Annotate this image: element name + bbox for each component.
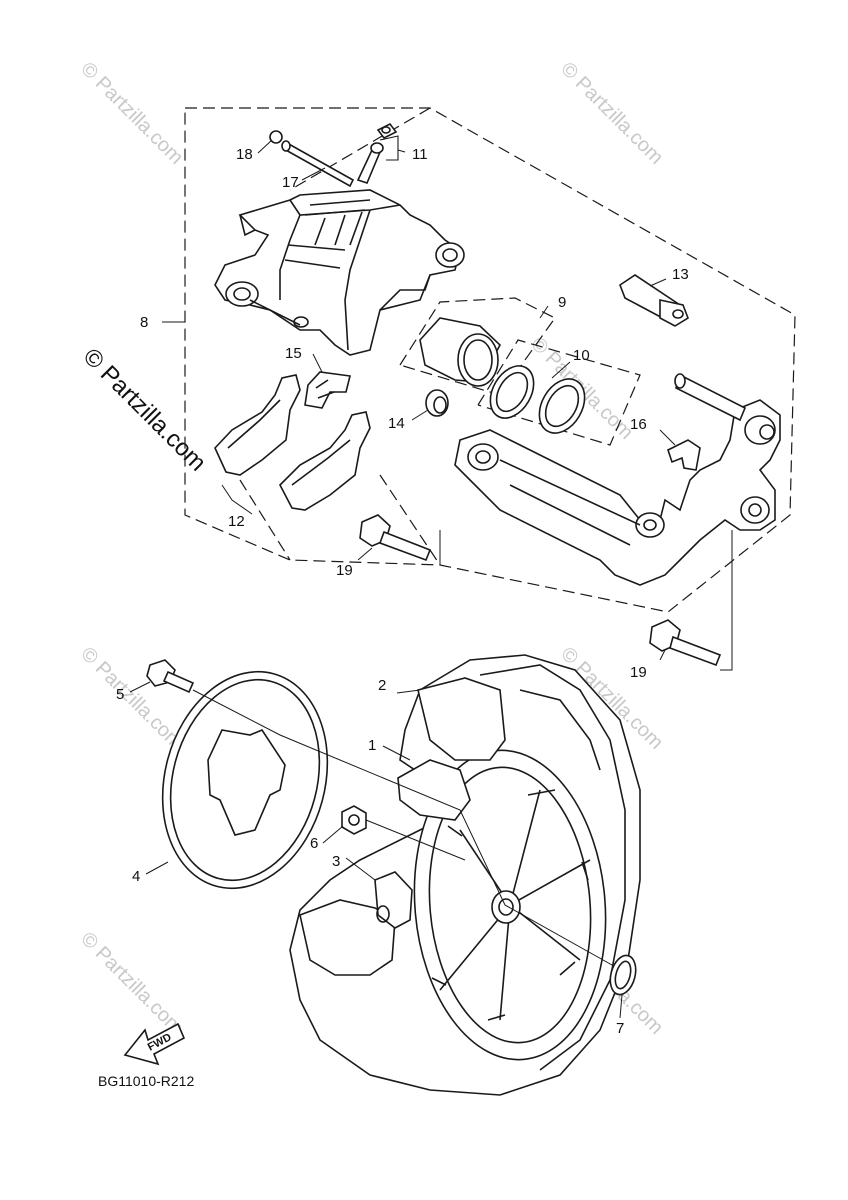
callout-18: 18: [236, 146, 253, 163]
callout-1: 1: [368, 737, 376, 754]
caliper-body: [214, 189, 465, 356]
disc-bolt: [146, 659, 195, 694]
bushing: [425, 389, 449, 417]
callout-19: 19: [336, 562, 353, 579]
callout-11: 11: [412, 146, 428, 163]
callout-labels: 18 17 11 8 9 10 13 15 14 16 12 19 19 2 1…: [116, 146, 689, 1037]
sensor-bracket: [374, 871, 413, 929]
forward-arrow-icon: FWD: [123, 1022, 186, 1066]
callout-15: 15: [285, 345, 302, 362]
watermark: © Partzilla.com: [76, 928, 187, 1039]
callout-7: 7: [616, 1020, 624, 1037]
oil-seal: [609, 954, 637, 996]
callout-9: 9: [558, 294, 566, 311]
callout-13: 13: [672, 266, 689, 283]
watermark: © Partzilla.com: [76, 58, 187, 169]
pad-support: [667, 439, 701, 471]
callout-6: 6: [310, 835, 318, 852]
brake-disc: [161, 670, 329, 890]
callout-2: 2: [378, 677, 386, 694]
brake-pads: [214, 374, 371, 511]
piston: [399, 297, 556, 396]
callout-19: 19: [630, 664, 647, 681]
pad-pin: [269, 130, 355, 188]
callout-5: 5: [116, 686, 124, 703]
nut: [341, 805, 367, 835]
caliper-bracket: [454, 373, 781, 586]
caliper-bolt: [619, 274, 689, 327]
bleeder-screw: [356, 122, 399, 184]
rear-wheel: [289, 654, 641, 1096]
leader-lines: [129, 139, 733, 1019]
callout-8: 8: [140, 314, 148, 331]
callout-14: 14: [388, 415, 405, 432]
callout-4: 4: [132, 868, 140, 885]
pad-spring: [304, 371, 351, 409]
watermark: © Partzilla.com: [556, 58, 667, 169]
callout-16: 16: [630, 416, 647, 433]
watermark-large: © Partzilla.com: [78, 343, 211, 476]
callout-12: 12: [228, 513, 245, 530]
diagram-code: BG11010-R212: [98, 1073, 194, 1089]
callout-17: 17: [282, 174, 299, 191]
callout-3: 3: [332, 853, 340, 870]
callout-10: 10: [573, 347, 590, 364]
piston-seals: [477, 339, 641, 446]
watermark: © Partzilla.com: [76, 643, 187, 754]
bracket-bolts: [359, 514, 722, 667]
